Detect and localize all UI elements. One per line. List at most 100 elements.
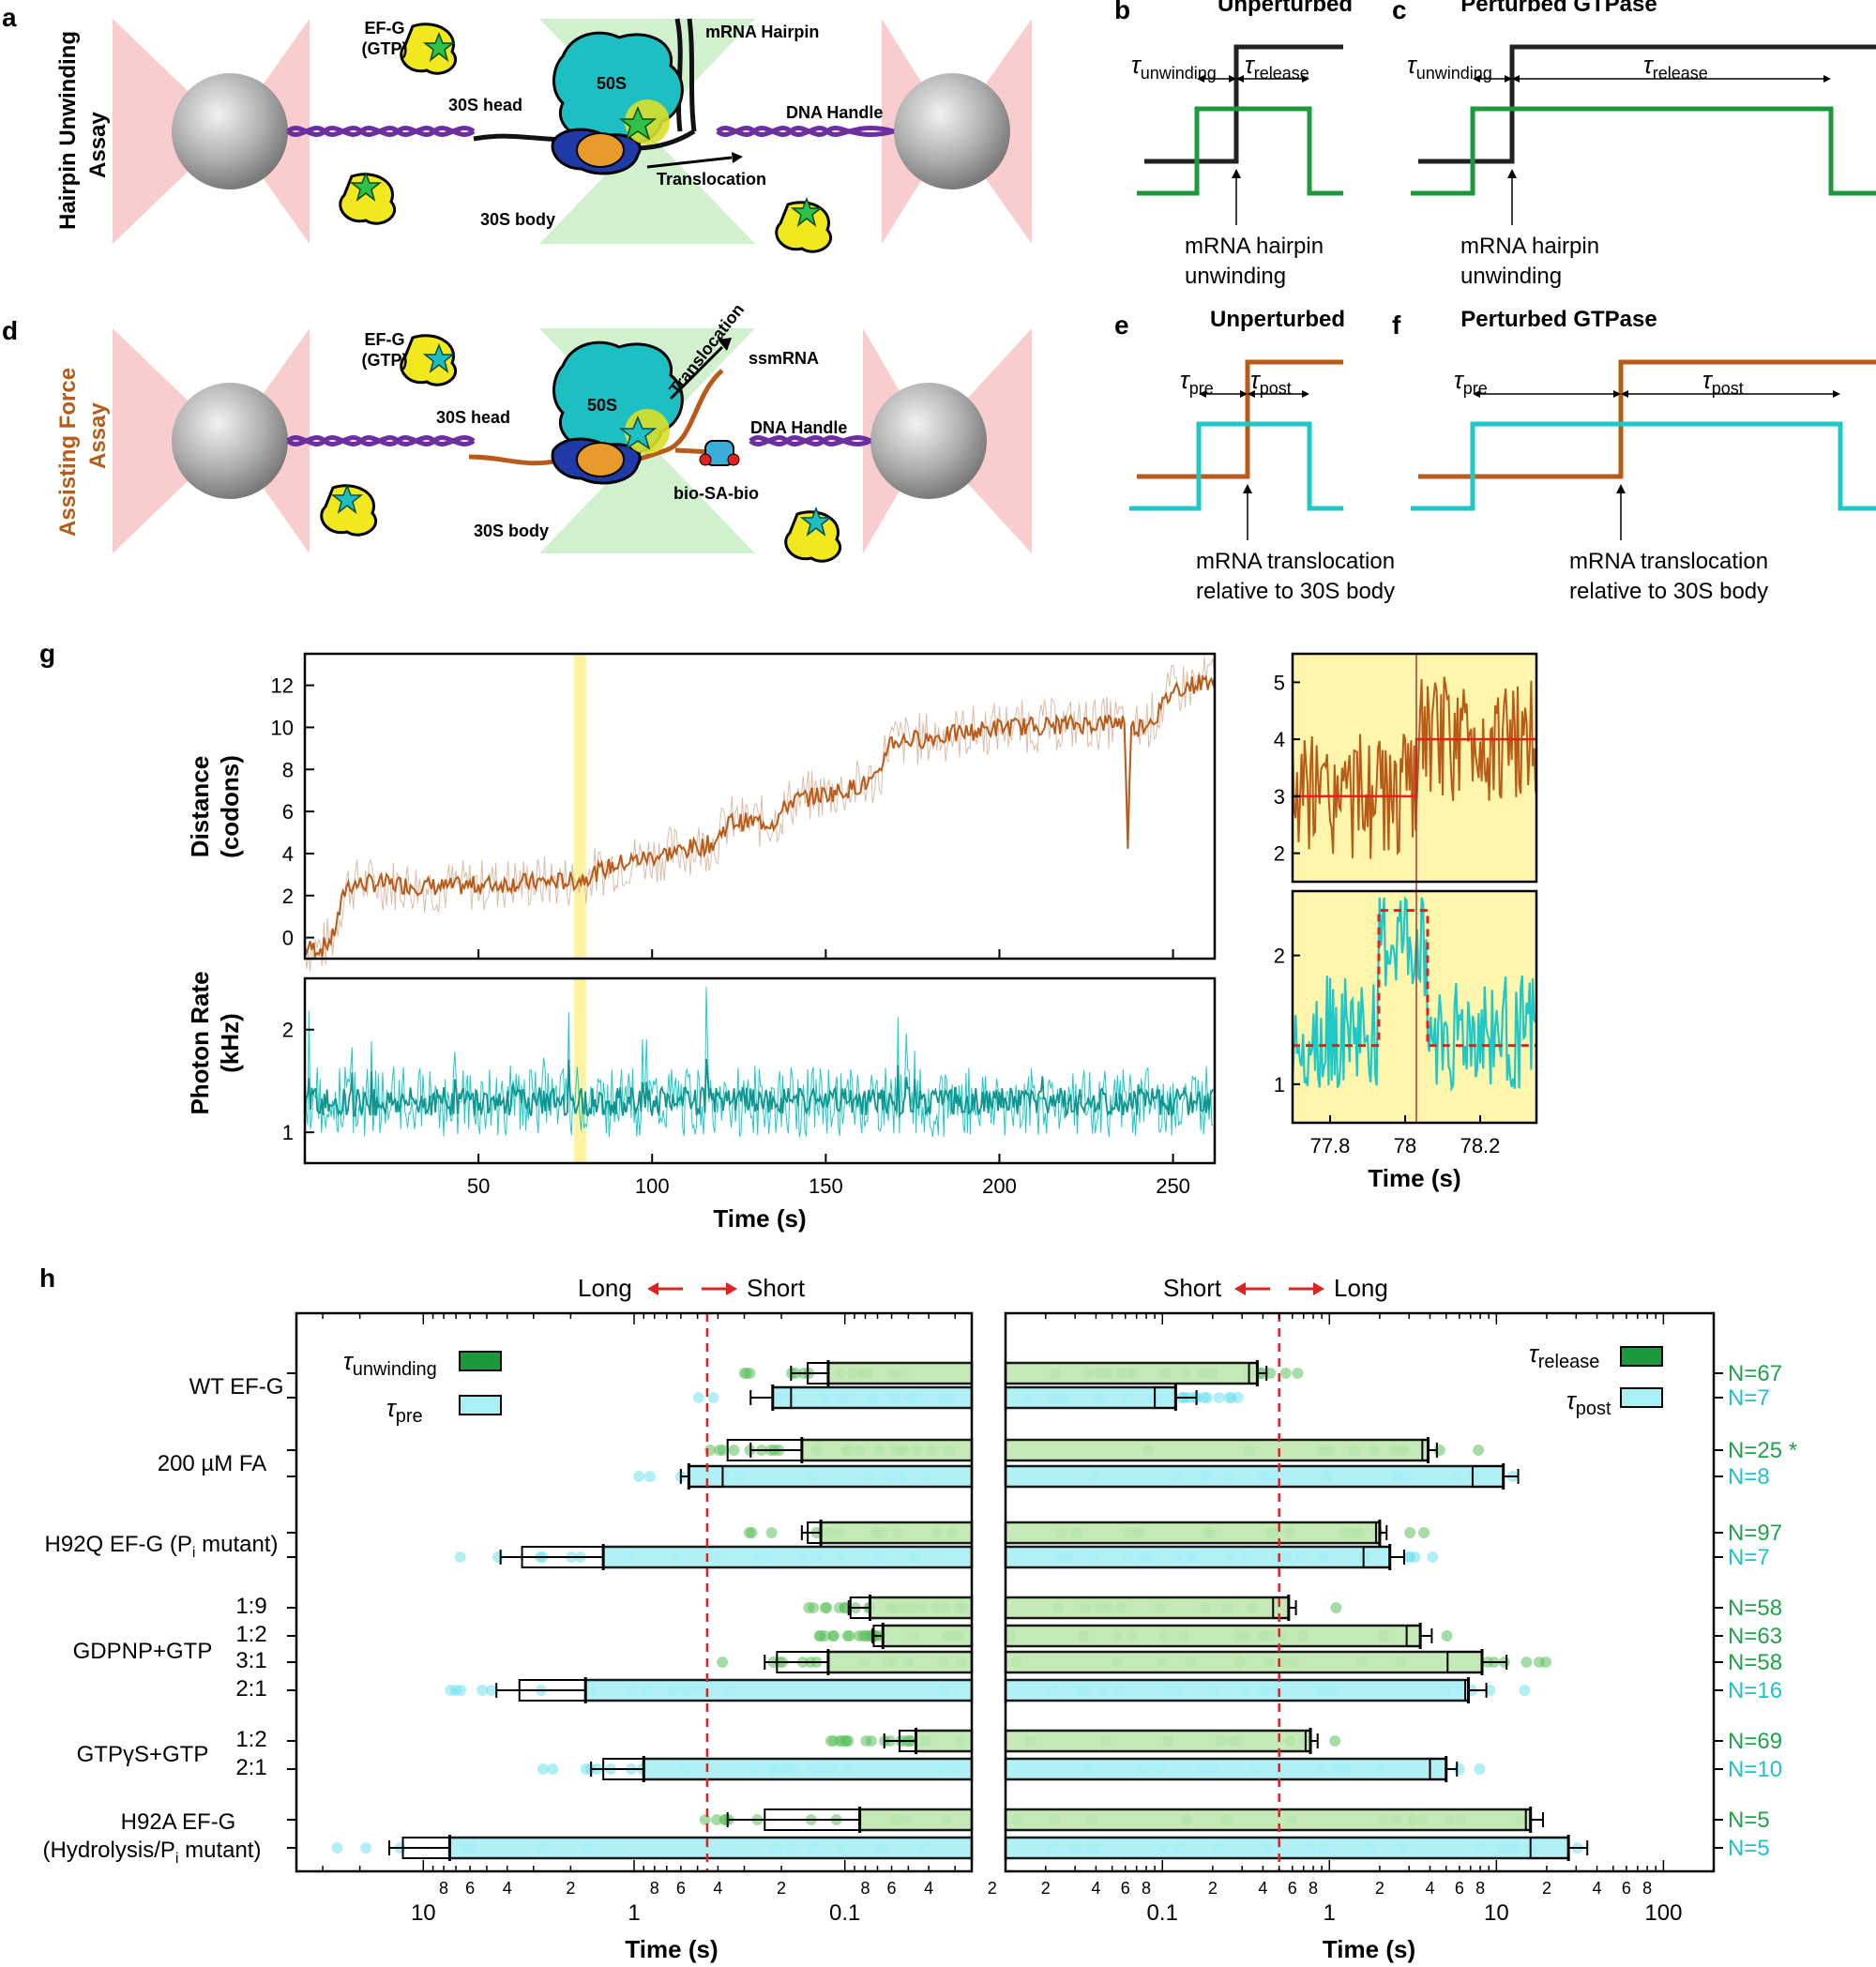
xtick-minor-label-left: 2	[988, 1879, 997, 1898]
panel-e-tau-2: τpost	[1250, 366, 1292, 398]
inset-xtick-label: 78	[1394, 1134, 1416, 1158]
panel-f-arrow-1-head-r	[1613, 390, 1621, 398]
label-30s-head-2: 30S head	[436, 408, 510, 427]
inset-ytick-label-bottom: 2	[1274, 945, 1285, 968]
data-point	[714, 1445, 726, 1456]
data-point	[819, 1630, 831, 1642]
panel-c-title: Perturbed GTPase	[1460, 0, 1657, 17]
highlight-band-bottom	[573, 978, 586, 1163]
xtick-minor-label-right: 6	[1288, 1879, 1297, 1898]
data-point	[699, 1814, 711, 1825]
panel-f-arrow-1-head-l	[1473, 390, 1480, 398]
data-point	[821, 1602, 833, 1613]
n-label: N=16	[1728, 1678, 1782, 1703]
ytick-label-distance: 2	[282, 885, 294, 908]
panel-e-tau-1: τpre	[1180, 366, 1214, 398]
label-mrna-hairpin: mRNA Hairpin	[705, 23, 819, 41]
frame-photon	[303, 976, 1217, 1165]
bar	[448, 1836, 974, 1860]
legend-swatch-unwinding	[459, 1351, 502, 1371]
label-30s-body-2: 30S body	[474, 522, 549, 540]
xtick-minor-label-right: 2	[1375, 1879, 1384, 1898]
panel-letter-f: f	[1392, 310, 1401, 340]
frame-right	[1004, 1311, 1716, 1873]
xtick-minor-label-left: 8	[439, 1879, 448, 1898]
panel-f-tau-2: τpost	[1702, 366, 1744, 398]
panel-e-event-2: relative to 30S body	[1196, 579, 1395, 604]
inset-photon-fit	[1293, 909, 1536, 1048]
xtick-minor-label-left: 6	[887, 1879, 897, 1898]
panel-b-tau-1: τunwinding	[1131, 51, 1217, 83]
xtick-minor-label-right: 4	[1091, 1879, 1100, 1898]
bar	[800, 1438, 974, 1462]
panel-letter-b: b	[1114, 0, 1130, 24]
panel-b-event-1: mRNA hairpin	[1185, 234, 1324, 259]
legend-swatch-release	[1620, 1346, 1663, 1367]
label-dna-handle: DNA Handle	[786, 103, 883, 122]
inset-distance-trace	[1292, 676, 1537, 859]
side-label-hairpin-2: Assay	[85, 112, 111, 178]
legend-post-label: τpost	[1566, 1386, 1611, 1419]
category-gdpnp-ratio: 3:1	[235, 1648, 266, 1673]
xlabel-right: Time (s)	[1323, 1935, 1415, 1963]
bar	[583, 1678, 974, 1702]
panel-c-tau-2: τrelease	[1643, 51, 1708, 83]
panel-b-arrow-2-head-r	[1302, 75, 1309, 83]
bar	[1004, 1596, 1291, 1620]
category-gtpgs-ratio: 2:1	[235, 1755, 266, 1780]
bar	[1004, 1521, 1382, 1545]
header-arrows-right-lh	[1234, 1282, 1246, 1295]
schematic-hairpin-assay: Hairpin Unwinding Assay 50S EF-G (GTP)	[55, 18, 1032, 253]
n-label: N=63	[1728, 1624, 1782, 1649]
data-point	[1202, 1392, 1213, 1403]
data-point	[865, 1735, 877, 1747]
bar	[882, 1624, 974, 1648]
ylabel-photon-units: (kHz)	[216, 1013, 244, 1073]
inset-ytick-label: 5	[1274, 671, 1285, 694]
n-label: N=69	[1728, 1729, 1782, 1754]
distance-trace-raw	[304, 656, 1216, 972]
bar	[1004, 1385, 1177, 1410]
data-point	[711, 1814, 722, 1825]
panel-c-event-1: mRNA hairpin	[1460, 234, 1599, 259]
n-label: N=5	[1728, 1836, 1770, 1861]
panel-e-pulse	[1129, 421, 1343, 511]
ytick-label-distance: 8	[282, 758, 294, 781]
ytick-label-distance: 6	[282, 800, 294, 824]
header-short-left: Short	[747, 1274, 806, 1302]
data-point	[1223, 1392, 1235, 1403]
panel-f-event-2: relative to 30S body	[1569, 579, 1768, 604]
inset-xtick-label: 78.2	[1460, 1134, 1501, 1158]
xtick-minor-label-left: 2	[566, 1879, 575, 1898]
panel-e-arrow-2-head-r	[1302, 390, 1309, 398]
bar	[1004, 1545, 1391, 1569]
xtick-minor-label-right: 2	[1041, 1879, 1051, 1898]
header-arrows-right-rh	[1313, 1282, 1324, 1295]
header-long-left: Long	[578, 1274, 632, 1302]
data-point	[741, 1368, 752, 1379]
data-point	[643, 1471, 656, 1482]
xtick-minor-label-left: 4	[924, 1879, 933, 1898]
panel-b-arrow-2-head-l	[1236, 75, 1244, 83]
bar	[1004, 1836, 1570, 1860]
panel-f-pulse	[1411, 421, 1876, 511]
data-point	[765, 1527, 778, 1538]
xtick-label: 100	[635, 1174, 670, 1198]
xtick-label-right: 1	[1324, 1900, 1336, 1926]
data-point	[1540, 1657, 1552, 1668]
data-point	[1404, 1527, 1416, 1538]
data-point	[537, 1763, 549, 1775]
side-label-assisting: Assisting Force	[55, 368, 81, 537]
category-gdpnp-ratio: 1:9	[235, 1594, 266, 1619]
xtick-minor-label-right: 4	[1425, 1879, 1434, 1898]
bar	[643, 1757, 974, 1781]
category-gtpgs-ratio: 1:2	[235, 1727, 266, 1752]
xtick-minor-label-left: 6	[676, 1879, 686, 1898]
n-label: N=5	[1728, 1808, 1770, 1833]
ytick-label-distance: 12	[271, 674, 294, 698]
n-label: N=10	[1728, 1757, 1782, 1782]
panel-e-arrow-1-head-r	[1240, 390, 1248, 398]
xtick-label-left: 10	[411, 1900, 436, 1926]
n-label: N=25 *	[1728, 1438, 1797, 1463]
